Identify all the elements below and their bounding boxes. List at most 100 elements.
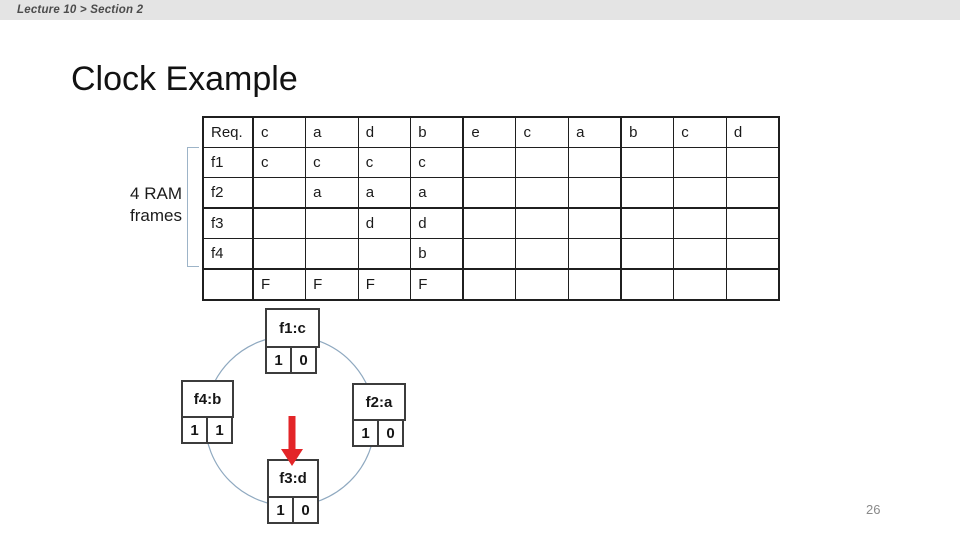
request-cell: e — [462, 116, 517, 148]
clock-node-f1: f1:c 1 0 — [265, 308, 320, 374]
frame-row-label: f2 — [202, 177, 254, 209]
node-bit: 1 — [206, 416, 233, 444]
table-cell — [725, 238, 780, 270]
clock-node-label: f1:c — [265, 308, 320, 348]
table-cell — [725, 147, 780, 178]
fault-cell: F — [252, 268, 307, 301]
table-cell — [305, 238, 359, 270]
page-replacement-table: Req. c a d b e c a b c d f1 c c c c — [202, 116, 780, 301]
clock-node-bits: 1 0 — [267, 496, 319, 524]
clock-circle — [204, 335, 376, 507]
table-cell — [462, 177, 517, 209]
table-cell — [568, 238, 623, 270]
table-cell — [673, 147, 727, 178]
request-cell: a — [305, 116, 359, 148]
table-cell — [568, 177, 623, 209]
table-cell — [515, 177, 570, 209]
fault-cell — [568, 268, 623, 301]
frames-label-line2: frames — [130, 206, 182, 225]
table-cell — [462, 147, 517, 178]
request-cell: a — [568, 116, 623, 148]
frames-bracket — [187, 147, 199, 267]
clock-node-label: f3:d — [267, 459, 319, 498]
frames-label: 4 RAM frames — [92, 183, 182, 227]
page-number: 26 — [866, 502, 881, 517]
table-cell — [620, 177, 675, 209]
request-cell: d — [357, 116, 412, 148]
node-bit: 0 — [377, 419, 404, 447]
table-cell — [515, 147, 570, 178]
clock-node-f3: f3:d 1 0 — [267, 459, 319, 524]
frame-row-label — [202, 268, 254, 301]
table-cell — [252, 207, 307, 239]
request-cell: b — [410, 116, 465, 148]
frame-row-label: f3 — [202, 207, 254, 239]
frame-row-label: f1 — [202, 147, 254, 178]
table-cell: c — [410, 147, 465, 178]
table-cell — [673, 207, 727, 239]
table-cell — [462, 238, 517, 270]
clock-node-label: f2:a — [352, 383, 406, 421]
table-cell — [462, 207, 517, 239]
table-cell — [515, 207, 570, 239]
fault-cell — [620, 268, 675, 301]
clock-node-f4: f4:b 1 1 — [181, 380, 234, 444]
table-cell: a — [305, 177, 359, 209]
table-cell — [305, 207, 359, 239]
table-cell — [673, 238, 727, 270]
node-bit: 0 — [292, 496, 319, 524]
frame-row-label: f4 — [202, 238, 254, 270]
node-bit: 1 — [181, 416, 208, 444]
table-cell — [673, 177, 727, 209]
node-bit: 1 — [352, 419, 379, 447]
table-cell: c — [305, 147, 359, 178]
table-cell — [568, 147, 623, 178]
request-cell: b — [620, 116, 675, 148]
breadcrumb: Lecture 10 > Section 2 — [17, 4, 144, 16]
req-header-cell: Req. — [202, 116, 254, 148]
table-cell: b — [410, 238, 465, 270]
table-header-row: Req. c a d b e c a b c d — [202, 116, 780, 148]
table-row-f3: f3 d d — [202, 207, 780, 239]
fault-cell: F — [305, 268, 359, 301]
node-bit: 1 — [267, 496, 294, 524]
clock-pointer-arrow-icon — [281, 416, 303, 466]
clock-node-bits: 1 1 — [181, 416, 234, 444]
request-cell: d — [725, 116, 780, 148]
fault-cell: F — [357, 268, 412, 301]
node-bit: 1 — [265, 346, 292, 374]
clock-node-bits: 1 0 — [352, 419, 406, 447]
table-row-f4: f4 b — [202, 238, 780, 270]
clock-node-bits: 1 0 — [265, 346, 320, 374]
table-row-faults: F F F F — [202, 268, 780, 301]
table-cell — [725, 207, 780, 239]
table-cell: c — [252, 147, 307, 178]
clock-node-f2: f2:a 1 0 — [352, 383, 406, 447]
table-cell — [620, 238, 675, 270]
frames-label-line1: 4 RAM — [130, 184, 182, 203]
table-cell — [515, 238, 570, 270]
fault-cell: F — [410, 268, 465, 301]
fault-cell — [725, 268, 780, 301]
table-cell: a — [410, 177, 465, 209]
table-cell: d — [410, 207, 465, 239]
table-cell: d — [357, 207, 412, 239]
table-cell — [357, 238, 412, 270]
fault-cell — [673, 268, 727, 301]
fault-cell — [462, 268, 517, 301]
request-cell: c — [673, 116, 727, 148]
table-cell: a — [357, 177, 412, 209]
table-cell: c — [357, 147, 412, 178]
table-row-f1: f1 c c c c — [202, 147, 780, 178]
table-cell — [620, 207, 675, 239]
table-cell — [620, 147, 675, 178]
page-replacement-table-wrap: Req. c a d b e c a b c d f1 c c c c — [202, 116, 780, 301]
table-cell — [252, 177, 307, 209]
breadcrumb-bar: Lecture 10 > Section 2 — [0, 0, 960, 20]
table-cell — [725, 177, 780, 209]
request-cell: c — [252, 116, 307, 148]
node-bit: 0 — [290, 346, 317, 374]
fault-cell — [515, 268, 570, 301]
table-cell — [252, 238, 307, 270]
